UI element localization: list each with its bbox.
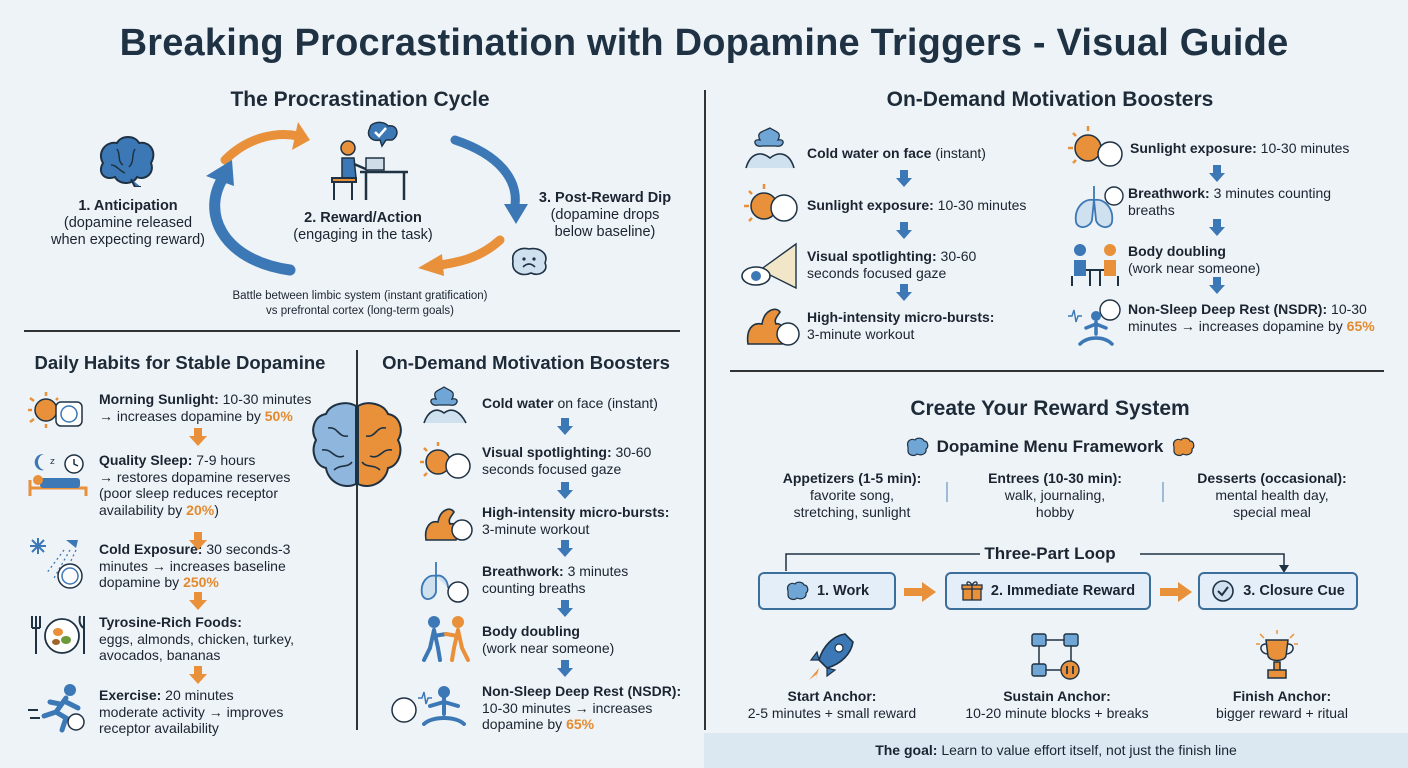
boosters-left-heading: On-Demand Motivation Boosters [382,352,670,373]
loop-arrow-1 [904,582,936,602]
flexed-arm-icon [424,508,473,541]
cycle-heading: The Procrastination Cycle [230,88,490,111]
loop-return-line [785,553,1289,573]
brain-icon-small [786,581,809,601]
booster-right-sunlight-2: Sunlight exposure: 10-30 minutes [1130,140,1350,156]
loop-step-closure-cue: 3. Closure Cue [1198,572,1358,610]
anchor-start: Start Anchor: 2-5 minutes + small reward [747,688,917,721]
goal-label: The goal: [875,742,938,758]
menu-separator-2 [1162,482,1164,502]
reward-heading: Create Your Reward System [910,397,1190,420]
cycle-stage-reward-action: 2. Reward/Action (engaging in the task) [293,210,433,243]
menu-appetizers: Appetizers (1-5 min): favorite song,stre… [782,470,922,520]
person-at-desk-icon [331,121,408,200]
goal-banner: The goal: Learn to value effort itself, … [704,733,1408,768]
booster-left-cold-water: Cold water on face (instant) [482,395,658,411]
booster-left-body-doubling: Body doubling (work near someone) [482,623,615,656]
booster-left-visual-spotlighting: Visual spotlighting: 30-60 seconds focus… [482,444,652,477]
lungs-icon [420,562,469,603]
loop-step-work-label: 1. Work [816,583,870,599]
dopamine-menu-title: Dopamine Menu Framework [936,437,1164,456]
booster-left-breathwork: Breathwork: 3 minutes counting breaths [482,563,629,596]
left-column-divider [356,350,358,730]
brain-icon [99,136,155,187]
booster-right-micro-bursts: High-intensity micro-bursts: 3-minute wo… [807,309,995,342]
anchor-finish: Finish Anchor: bigger reward + ritual [1216,688,1348,721]
sun-timer-icon-right [744,184,798,222]
habit-exercise: Exercise: 20 minutes moderate activity →… [99,687,284,736]
boosters-right-col2-arrows [1209,165,1225,294]
cycle-arrows [206,122,528,276]
boosters-right-heading: On-Demand Motivation Boosters [886,88,1214,111]
loop-title: Three-Part Loop [984,544,1116,563]
sun-clock-icon-right [1068,126,1123,167]
anchor-sustain: Sustain Anchor: 10-20 minute blocks + br… [965,688,1149,721]
boosters-right-col1-arrows [896,170,912,301]
svg-text:z: z [50,457,55,467]
loop-step-immediate-reward-label: 2. Immediate Reward [990,583,1136,599]
right-horizontal-divider [730,370,1384,372]
page-title: Breaking Procrastination with Dopamine T… [119,22,1289,64]
menu-entrees: Entrees (10-30 min): walk, journaling,ho… [988,470,1122,520]
habit-morning-sunlight: Morning Sunlight: 10-30 minutes → increa… [99,391,312,424]
booster-right-body-doubling: Body doubling (work near someone) [1128,243,1261,276]
rocket-icon [809,633,854,682]
check-circle-icon [1212,580,1235,602]
trophy-icon [1256,630,1298,679]
booster-right-sunlight-1: Sunlight exposure: 10-30 minutes [807,197,1027,213]
habit-cold-exposure: Cold Exposure: 30 seconds-3 minutes → in… [99,541,291,590]
gift-icon [961,581,983,601]
cold-shower-icon [30,538,83,589]
booster-right-nsdr: Non-Sleep Deep Rest (NSDR): 10-30 minute… [1128,301,1375,334]
spotlight-eye-icon [741,242,797,290]
flow-blocks-icon [1031,633,1080,680]
booster-left-micro-bursts: High-intensity micro-bursts: 3-minute wo… [482,504,670,537]
menu-desserts: Desserts (occasional): mental health day… [1197,470,1347,520]
meditation-icon [391,686,466,726]
sleep-icon: z [28,454,88,496]
food-plate-icon [31,615,85,654]
loop-arrow-2 [1160,582,1192,602]
left-horizontal-divider [24,330,680,332]
small-orange-brain-icon [1173,437,1195,457]
habit-quality-sleep: Quality Sleep: 7-9 hours → restores dopa… [99,452,291,518]
dopamine-menu-title-row: Dopamine Menu Framework [880,437,1220,457]
habits-heading: Daily Habits for Stable Dopamine [34,352,326,373]
booster-left-nsdr: Non-Sleep Deep Rest (NSDR): 10-30 minute… [482,683,682,732]
habit-tyrosine-foods: Tyrosine-Rich Foods: eggs, almonds, chic… [99,614,295,663]
goal-text: Learn to value effort itself, not just t… [937,742,1237,758]
habits-flow-arrows [189,428,207,684]
loop-step-immediate-reward: 2. Immediate Reward [945,572,1151,610]
loop-step-closure-cue-label: 3. Closure Cue [1243,583,1345,599]
runner-icon [28,684,85,733]
sad-face-icon [511,247,547,276]
center-divider [704,90,706,730]
sun-timer-icon [420,442,471,479]
booster-right-cold-water: Cold water on face (instant) [807,145,986,161]
water-splash-icon-right [745,127,795,169]
sunlight-clock-icon [28,392,83,428]
two-people-icon [422,616,470,662]
menu-separator-1 [946,482,948,502]
loop-step-work: 1. Work [758,572,896,610]
flexed-arm-icon-right [746,308,800,346]
cycle-note: Battle between limbic system (instant gr… [232,290,488,317]
split-brain-icon [312,402,402,487]
booster-right-breathwork: Breathwork: 3 minutes counting breaths [1128,185,1332,218]
booster-right-visual-spotlighting: Visual spotlighting: 30-60 seconds focus… [807,248,977,281]
meditation-icon-right [1068,299,1121,346]
body-doubling-icon-right [1071,244,1119,286]
small-blue-brain-icon [906,437,928,457]
boosters-left-flow-arrows [557,418,573,677]
lungs-icon-right [1074,186,1124,228]
water-splash-icon [423,386,467,424]
